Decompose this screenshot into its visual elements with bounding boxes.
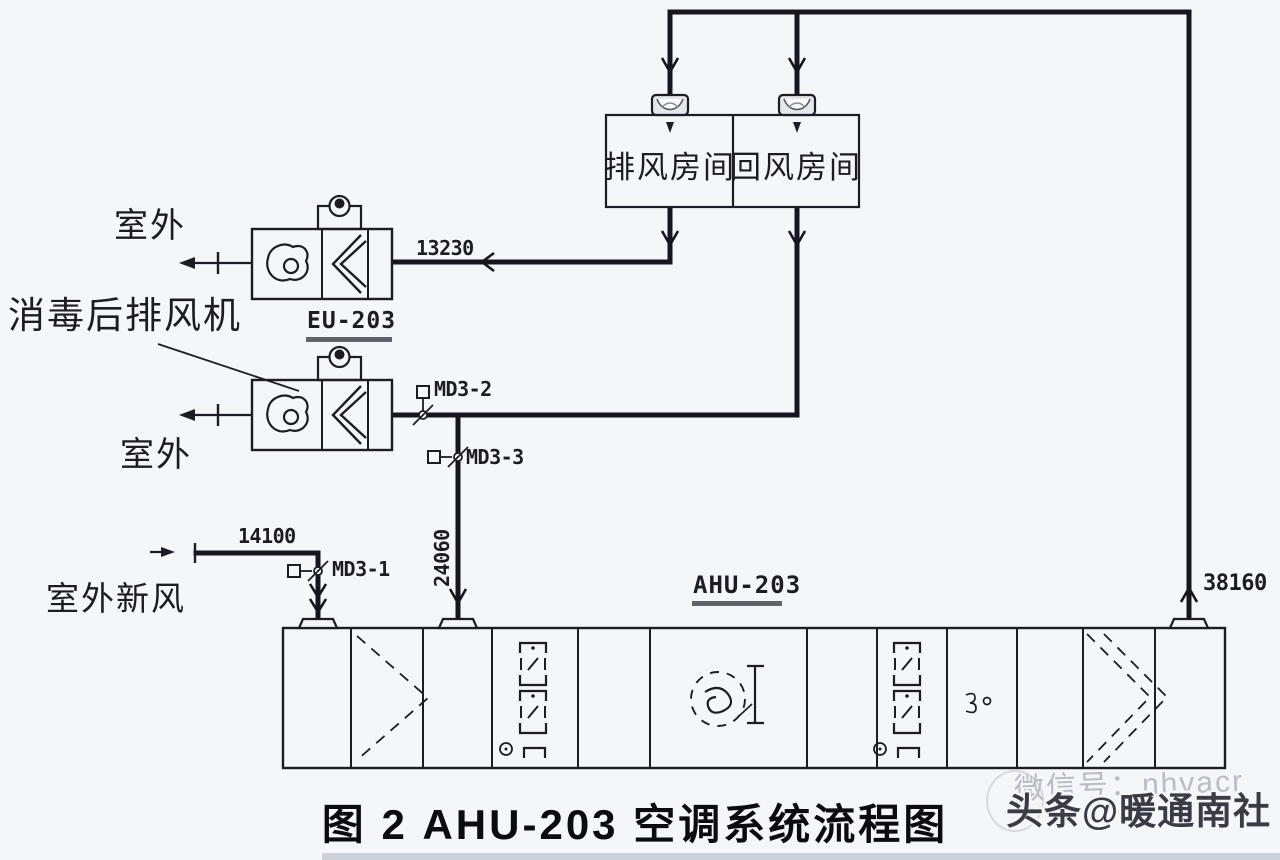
flow-value-supply: 38160 [1203, 571, 1267, 596]
damper-icon-md3-2 [412, 385, 434, 426]
exhaust-fan-unit-disinfect [250, 345, 394, 452]
fresh-air-duct [193, 550, 321, 623]
damper-icon-md3-1 [287, 560, 329, 582]
damper-label-md3-3: MD3-3 [466, 445, 524, 469]
eu203-tag: EU-203 [307, 308, 397, 334]
flow-value-return: 24060 [430, 529, 454, 587]
damper-icon-md3-3 [427, 446, 469, 468]
humidifier-icon [965, 692, 992, 714]
exhaust-duct [391, 205, 673, 265]
outdoor-label-bottom: 室外 [120, 436, 192, 474]
room-boxes [604, 113, 861, 209]
damper-label-md3-2: MD3-2 [434, 377, 492, 401]
fresh-air-label: 室外新风 [46, 580, 186, 617]
eu203-underline [306, 337, 392, 342]
fresh-air-inlet-arrow [150, 543, 197, 563]
ahu203-underline [692, 601, 782, 606]
damper-label-md3-1: MD3-1 [332, 557, 390, 581]
room-label-return: 回风房间 [730, 150, 862, 185]
room-label-exhaust: 排风房间 [604, 150, 736, 185]
disinfect-fan-label: 消毒后排风机 [8, 295, 242, 336]
filter-icon-mixing [356, 635, 430, 761]
flow-value-fresh: 14100 [238, 524, 296, 548]
outdoor-arrow-top [179, 252, 252, 274]
flange-fresh-air [297, 617, 339, 630]
supply-duct [667, 9, 1192, 622]
outdoor-label-top: 室外 [114, 207, 186, 245]
flange-supply [1168, 617, 1210, 630]
watermark-logo-icon [986, 770, 1044, 832]
return-duct [391, 205, 800, 623]
figure-title: 图 2 AHU-203 空调系统流程图 [321, 801, 949, 848]
leader-line-disinfect-fan [157, 343, 300, 392]
flange-return [437, 617, 479, 630]
exhaust-fan-unit-eu203 [250, 194, 394, 301]
outdoor-arrow-bottom [179, 404, 252, 426]
flow-value-exhaust: 13230 [416, 236, 474, 260]
supply-fan-icon [690, 664, 764, 727]
filter-icon-final [1086, 633, 1169, 763]
ahu203-tag: AHU-203 [693, 571, 802, 599]
flow-arrow-icons [308, 57, 1199, 615]
watermark-toutiao: 头条@暖通南社 [1006, 791, 1272, 832]
scan-edge-strip [322, 853, 1280, 860]
